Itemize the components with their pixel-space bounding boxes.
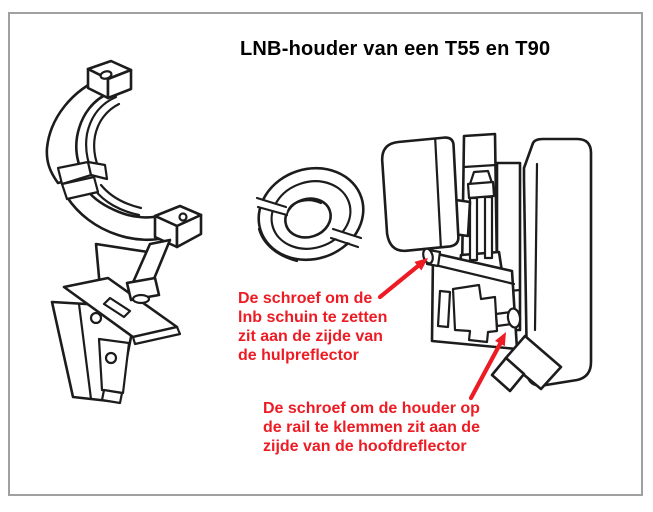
split-collar-ring-drawing: [255, 166, 365, 263]
annotation-line: de hulpreflector: [238, 347, 359, 364]
annotation-line: lnb schuin te zetten: [238, 309, 388, 326]
clamp-screw-annotation: De schroef om de houder op de rail te kl…: [263, 399, 480, 456]
annotation-line: De schroef om de: [238, 290, 373, 307]
figure-title: LNB-houder van een T55 en T90: [240, 38, 551, 60]
assembled-lnb-holder-drawing: [380, 132, 593, 393]
clamp-screw-arrow: [468, 332, 506, 401]
annotation-line: zit aan de zijde van: [238, 328, 383, 345]
tilt-screw-arrow: [377, 258, 428, 300]
annotation-line: zijde van de hoofdreflector: [263, 438, 467, 455]
tilt-screw-annotation: De schroef om de lnb schuin te zetten zi…: [238, 289, 387, 365]
annotation-line: de rail te klemmen zit aan de: [263, 419, 480, 436]
annotation-line: De schroef om de houder op: [263, 400, 480, 417]
lnb-clamp-bracket-drawing: [45, 59, 203, 405]
figure-frame: [8, 12, 643, 496]
